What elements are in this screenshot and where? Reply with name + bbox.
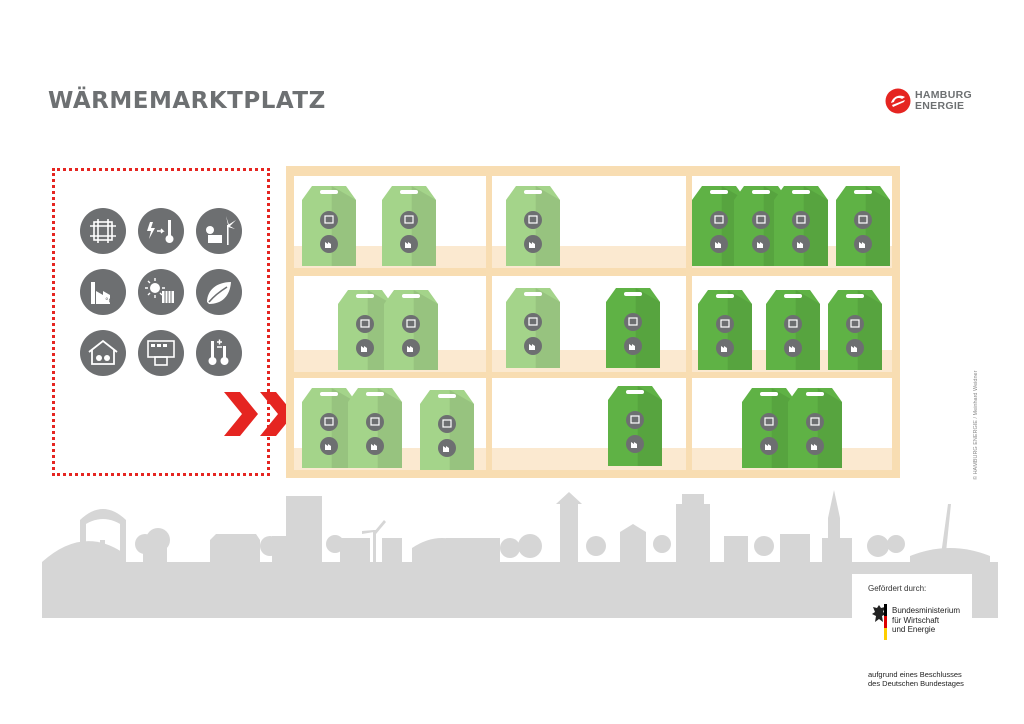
heat-exchanger-icon (80, 208, 126, 254)
decision-line-1: aufgrund eines Beschlusses (868, 670, 962, 679)
heat-package-bag (828, 290, 882, 370)
heat-package-bag (506, 288, 560, 368)
svg-text:°C: °C (105, 297, 114, 305)
funding-notice: Gefördert durch: Bundesministerium für W… (852, 574, 972, 689)
federal-eagle-icon (872, 605, 886, 622)
heat-package-bag (384, 290, 438, 370)
bundestag-decision: aufgrund eines Beschlusses des Deutschen… (868, 670, 978, 688)
ministry-line-2: für Wirtschaft (892, 615, 940, 625)
hamburg-energie-logo: HAMBURG ENERGIE (885, 88, 995, 118)
industrial-waste-heat-icon: °C (80, 269, 126, 315)
copyright-note: © HAMBURG ENERGIE / Meinhard Weidner (963, 340, 979, 520)
heat-package-bag (506, 186, 560, 266)
technology-icon-grid: °C (80, 208, 245, 378)
heat-package-bag (608, 386, 662, 466)
logo-line-1: HAMBURG (915, 89, 972, 101)
ministry-name: Bundesministerium für Wirtschaft und Ene… (892, 606, 972, 635)
heat-package-bag (382, 186, 436, 266)
marketplace-shelf (286, 166, 900, 478)
copyright-text: © HAMBURG ENERGIE / Meinhard Weidner (973, 370, 979, 480)
heat-package-bag (348, 388, 402, 468)
heat-package-bag (302, 186, 356, 266)
technology-legend-box (52, 168, 270, 476)
heat-package-bag (788, 388, 842, 468)
house-heat-icon (80, 330, 126, 376)
temperature-icon (196, 330, 242, 376)
ministry-line-3: und Energie (892, 625, 936, 634)
heat-package-bag (698, 290, 752, 370)
hamburg-skyline (42, 490, 998, 618)
heat-package-bag (766, 290, 820, 370)
solar-thermal-icon (138, 269, 184, 315)
biomass-leaf-icon (196, 269, 242, 315)
heat-package-bag (836, 186, 890, 266)
control-panel-icon (138, 330, 184, 376)
heat-package-bag (338, 290, 392, 370)
heat-package-bag (742, 388, 796, 468)
heat-package-bag (302, 388, 356, 468)
hamburg-energie-logo-icon (885, 88, 911, 114)
page-title: WÄRMEMARKTPLATZ (48, 88, 326, 114)
heat-package-bag (774, 186, 828, 266)
funding-heading: Gefördert durch: (868, 584, 927, 593)
logo-line-2: ENERGIE (915, 100, 965, 112)
power-to-heat-icon (138, 208, 184, 254)
solar-wind-icon (196, 208, 242, 254)
heat-package-bag (420, 390, 474, 470)
german-flag-stripe-icon (884, 604, 887, 640)
ministry-line-1: Bundesministerium (892, 606, 961, 615)
decision-line-2: des Deutschen Bundestages (868, 679, 964, 688)
heat-package-bag (606, 288, 660, 368)
